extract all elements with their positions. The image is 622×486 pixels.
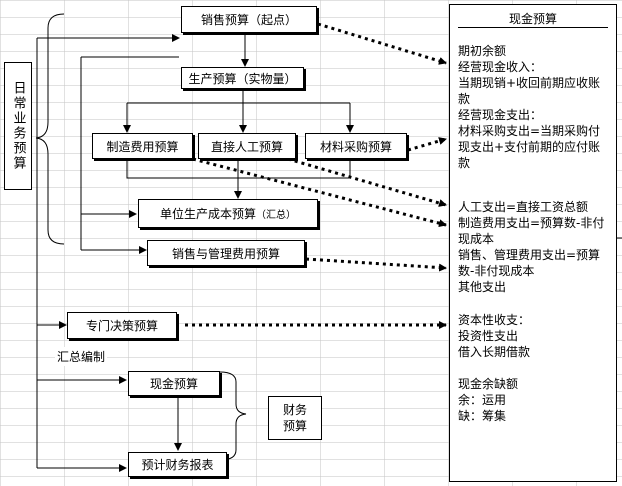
cash-item: 现金余缺额 — [458, 377, 519, 391]
cash-item: 投资性支出 — [458, 329, 519, 343]
material-purchase-budget-box: 材料采购预算 — [305, 133, 407, 159]
production-budget-box: 生产预算（实物量） — [181, 67, 304, 89]
cash-budget-panel: 现金预算 期初余额 经营现金收入： 当期现销+收回前期应收账款 经营现金支出： … — [449, 4, 617, 482]
sga-budget-box: 销售与管理费用预算 — [147, 240, 305, 266]
unit-cost-budget-box: 单位生产成本预算（汇总） — [138, 199, 318, 228]
cash-item: 经营现金支出： — [458, 108, 543, 122]
cash-budget-box: 现金预算 — [128, 371, 220, 396]
cash-panel-section-operating: 期初余额 经营现金收入： 当期现销+收回前期应收账款 经营现金支出： 材料采购支… — [458, 43, 610, 171]
cash-panel-section-balance: 现金余缺额 余：运用 缺：筹集 — [458, 376, 610, 424]
cash-panel-section-expenses: 人工支出=直接工资总额 制造费用支出=预算数-非付现成本 销售、管理费用支出=预… — [458, 199, 610, 295]
direct-labor-budget-box: 直接人工预算 — [198, 133, 296, 159]
overhead-budget-box: 制造费用预算 — [92, 133, 193, 159]
unit-cost-budget-text: 单位生产成本预算 — [159, 207, 256, 221]
sales-budget-text: 销售预算 — [200, 13, 249, 27]
cash-item: 当期现销+收回前期应收账款 — [458, 76, 601, 106]
sales-budget-note: （起点） — [249, 13, 298, 27]
cash-item: 期初余额 — [458, 44, 507, 58]
cash-item: 资本性收支： — [458, 313, 531, 327]
cash-panel-divider — [458, 27, 608, 28]
cash-item: 制造费用支出=预算数-非付现成本 — [458, 216, 605, 246]
cash-item: 余：运用 — [458, 393, 507, 407]
cash-item: 经营现金收入： — [458, 60, 543, 74]
financial-budget-label: 财务预算 — [268, 396, 322, 440]
summary-compilation-label: 汇总编制 — [55, 347, 108, 366]
unit-cost-budget-note: （汇总） — [256, 210, 296, 221]
cash-item: 材料采购支出=当期采购付现支出+支付前期的应付账款 — [458, 124, 601, 170]
daily-business-budget-label: 日常业务预算 — [4, 62, 32, 190]
sales-budget-box: 销售预算（起点） — [181, 6, 317, 33]
cash-panel-section-capital: 资本性收支： 投资性支出 借入长期借款 — [458, 312, 610, 360]
cash-item: 其他支出 — [458, 280, 507, 294]
cash-item: 缺：筹集 — [458, 409, 507, 423]
special-decision-budget-box: 专门决策预算 — [67, 312, 177, 339]
cash-panel-title: 现金预算 — [508, 12, 557, 26]
cash-item: 人工支出=直接工资总额 — [458, 200, 589, 214]
forecast-financial-statements-box: 预计财务报表 — [128, 452, 227, 477]
cash-item: 销售、管理费用支出=预算数-非付现成本 — [458, 248, 601, 278]
cash-item: 借入长期借款 — [458, 345, 531, 359]
